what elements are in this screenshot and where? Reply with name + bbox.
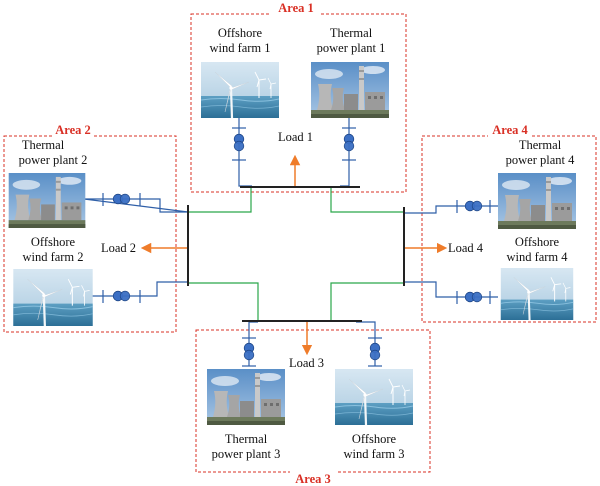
transformer-icon (102, 290, 141, 303)
transformer-icon (456, 200, 491, 213)
transformer-icon (342, 127, 356, 161)
area-1-title: Area 1 (278, 1, 314, 15)
plant-label: Offshore (31, 235, 76, 249)
wind-turbine-icon (201, 62, 279, 118)
plant-label: wind farm 2 (22, 250, 83, 264)
plant-label: Offshore (515, 235, 560, 249)
transformer-icon (102, 193, 141, 206)
load-1-label: Load 1 (278, 130, 313, 144)
plant-label: wind farm 3 (343, 447, 404, 461)
plant-label: power plant 2 (19, 153, 88, 167)
wind-turbine-icon (499, 268, 575, 320)
plant-label: Thermal (22, 138, 65, 152)
plant-label: power plant 3 (212, 447, 281, 461)
area-2-title: Area 2 (55, 123, 91, 137)
transformer-icon (456, 291, 491, 304)
area-3-title: Area 3 (295, 472, 331, 486)
thermal-plant-icon (498, 173, 576, 229)
thermal-plant-icon (8, 173, 86, 228)
wind-turbine-icon (335, 368, 413, 426)
plant-label: Thermal (225, 432, 268, 446)
area-4-title: Area 4 (492, 123, 528, 137)
wind-turbine-icon (12, 269, 94, 326)
plant-label: Offshore (218, 26, 263, 40)
load-4-label: Load 4 (448, 241, 484, 255)
transformer-icon (232, 127, 246, 161)
plant-label: wind farm 1 (209, 41, 270, 55)
plant-label: wind farm 4 (506, 250, 568, 264)
plant-label: Offshore (352, 432, 397, 446)
plant-label: power plant 1 (317, 41, 386, 55)
thermal-plant-icon (311, 62, 389, 118)
transformer-icon (242, 337, 256, 367)
load-2-label: Load 2 (101, 241, 136, 255)
thermal-plant-icon (207, 369, 285, 425)
plant-label: power plant 4 (506, 153, 575, 167)
plant-label: Thermal (330, 26, 373, 40)
load-3-label: Load 3 (289, 356, 324, 370)
transformer-icon (368, 337, 382, 367)
plant-label: Thermal (519, 138, 562, 152)
